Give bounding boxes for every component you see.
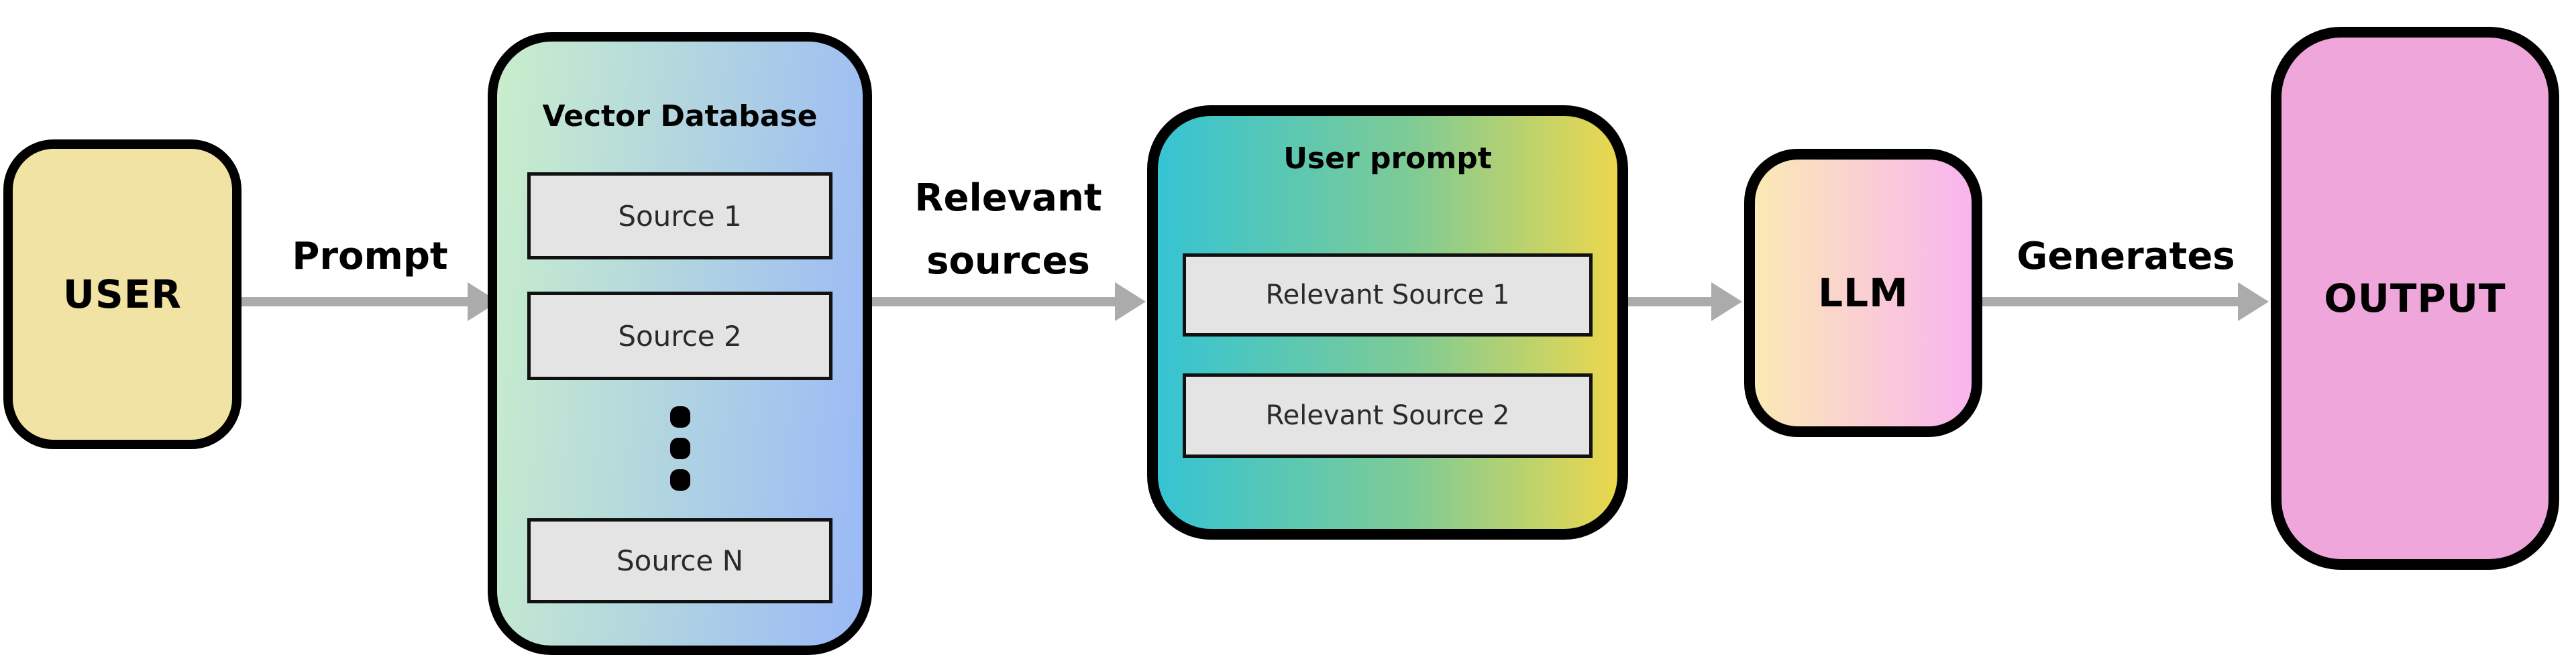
relevant-source-item-1-label: Relevant Source 1 <box>1265 280 1510 310</box>
llm-node-label: LLM <box>1818 270 1909 316</box>
source-item-n-label: Source N <box>616 544 744 577</box>
ellipsis-dot <box>669 406 690 428</box>
vertical-ellipsis-icon <box>497 406 863 491</box>
relevant-source-item-2: Relevant Source 2 <box>1183 373 1593 458</box>
user-node-label: USER <box>62 271 182 317</box>
relevant-source-item-2-label: Relevant Source 2 <box>1265 400 1510 431</box>
prompt-arrow-line <box>241 297 468 306</box>
relevant-sources-arrow-line <box>872 297 1115 306</box>
relevant-sources-arrowhead-icon <box>1115 282 1146 321</box>
llm-node: LLM <box>1744 149 1982 437</box>
generates-arrow-label: Generates <box>2017 235 2235 278</box>
relevant-sources-label-line2: sources <box>926 239 1090 283</box>
relevant-sources-arrow-label: Relevant sources <box>871 167 1146 293</box>
source-item-1: Source 1 <box>527 172 833 259</box>
relevant-sources-label-line1: Relevant <box>914 176 1102 220</box>
generates-arrowhead-icon <box>2238 282 2269 321</box>
generates-arrow-line <box>1982 297 2238 306</box>
source-item-n: Source N <box>527 518 833 603</box>
to-llm-arrowhead-icon <box>1711 282 1742 321</box>
relevant-source-item-1: Relevant Source 1 <box>1183 253 1593 337</box>
output-node: OUTPUT <box>2271 27 2559 570</box>
user-prompt-node: User prompt Relevant Source 1 Relevant S… <box>1147 105 1628 540</box>
vector-database-title: Vector Database <box>542 99 818 133</box>
to-llm-arrow-line <box>1628 297 1711 306</box>
ellipsis-dot <box>669 438 690 459</box>
user-node: USER <box>3 139 241 449</box>
user-prompt-title: User prompt <box>1283 141 1492 176</box>
source-item-2: Source 2 <box>527 292 833 380</box>
source-item-1-label: Source 1 <box>618 199 742 233</box>
vector-database-node: Vector Database Source 1 Source 2 Source… <box>488 32 872 655</box>
source-item-2-label: Source 2 <box>618 319 742 353</box>
output-node-label: OUTPUT <box>2324 276 2506 321</box>
ellipsis-dot <box>669 469 690 491</box>
prompt-arrow-label: Prompt <box>292 235 448 278</box>
